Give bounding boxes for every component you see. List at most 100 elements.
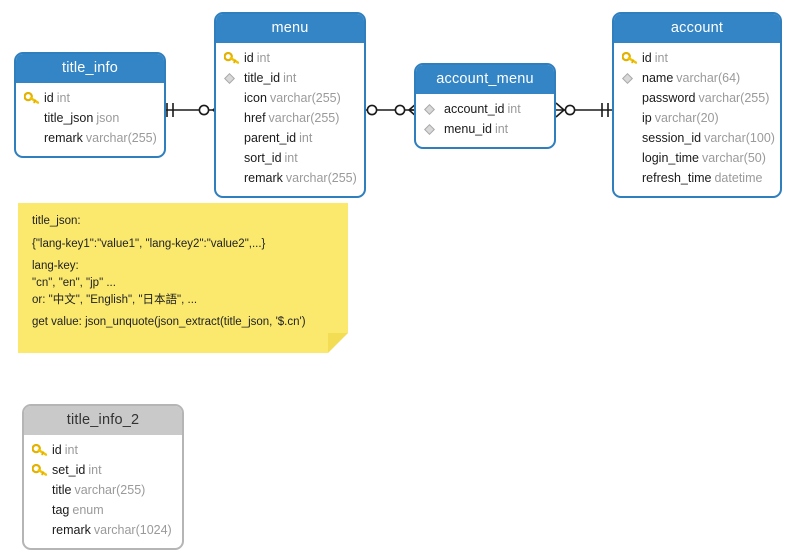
- field-name: menu_id: [444, 122, 492, 136]
- field-icon-none: [622, 170, 642, 186]
- field-icon-none: [32, 502, 52, 518]
- field-name: parent_id: [244, 131, 297, 145]
- note-line: or: "中文", "English", "日本語", ...: [32, 293, 198, 306]
- field-name: session_id: [642, 131, 702, 145]
- field-name: login_time: [642, 151, 699, 165]
- diamond-icon: [424, 101, 444, 117]
- field-type: int: [256, 51, 270, 65]
- field-type: int: [654, 51, 668, 65]
- field-icon-none: [224, 110, 244, 126]
- field-name: id: [244, 51, 254, 65]
- sticky-note-title-json[interactable]: title_json: {"lang-key1":"value1", "lang…: [18, 203, 348, 353]
- field-type: int: [56, 91, 70, 105]
- field-icon-none: [224, 130, 244, 146]
- field-name: sort_id: [244, 151, 282, 165]
- field-type: int: [283, 71, 297, 85]
- field-type: varchar(100): [704, 131, 775, 145]
- entity-title-title_info: title_info: [16, 54, 164, 83]
- key-icon: [32, 442, 52, 458]
- field-type: int: [507, 102, 521, 116]
- field-type: varchar(255): [268, 111, 340, 125]
- note-fold-corner: [328, 333, 348, 353]
- entity-title-account_menu: account_menu: [416, 65, 554, 94]
- field-icon-none: [32, 522, 52, 538]
- field-icon-none: [32, 482, 52, 498]
- key-icon: [32, 462, 52, 478]
- field-icon-none: [224, 90, 244, 106]
- field-type: int: [299, 131, 313, 145]
- field-icon-none: [622, 110, 642, 126]
- field-name: id: [52, 443, 62, 457]
- field-name: ip: [642, 111, 652, 125]
- relationship-title_info-menu: [160, 102, 222, 118]
- field-name: remark: [52, 523, 91, 537]
- relationship-account_menu-account: [555, 102, 614, 118]
- field-type: varchar(1024): [93, 523, 172, 537]
- field-icon-none: [24, 110, 44, 126]
- field-icon-none: [224, 170, 244, 186]
- note-line: "cn", "en", "jp" ...: [32, 276, 116, 289]
- diamond-icon: [424, 121, 444, 137]
- field-name: set_id: [52, 463, 86, 477]
- field-name: remark: [244, 171, 283, 185]
- field-type: json: [96, 111, 120, 125]
- field-name: id: [44, 91, 54, 105]
- note-line: lang-key:: [32, 260, 79, 273]
- field-type: int: [494, 122, 509, 136]
- field-name: name: [642, 71, 674, 85]
- field-type: varchar(20): [654, 111, 719, 125]
- field-type: varchar(255): [285, 171, 357, 185]
- field-type: int: [64, 443, 78, 457]
- field-type: int: [88, 463, 102, 477]
- field-name: title: [52, 483, 72, 497]
- relationship-menu-account_menu: [362, 102, 418, 118]
- entity-title-title_info_2: title_info_2: [24, 406, 182, 435]
- field-icon-none: [224, 150, 244, 166]
- field-name: account_id: [444, 102, 505, 116]
- field-type: enum: [72, 503, 104, 517]
- field-type: varchar(50): [701, 151, 766, 165]
- key-icon: [24, 90, 44, 106]
- diamond-icon: [622, 70, 642, 86]
- field-type: datetime: [714, 171, 763, 185]
- field-name: href: [244, 111, 266, 125]
- field-name: password: [642, 91, 696, 105]
- field-icon-none: [622, 150, 642, 166]
- field-icon-none: [622, 90, 642, 106]
- entity-title-account: account: [614, 14, 780, 43]
